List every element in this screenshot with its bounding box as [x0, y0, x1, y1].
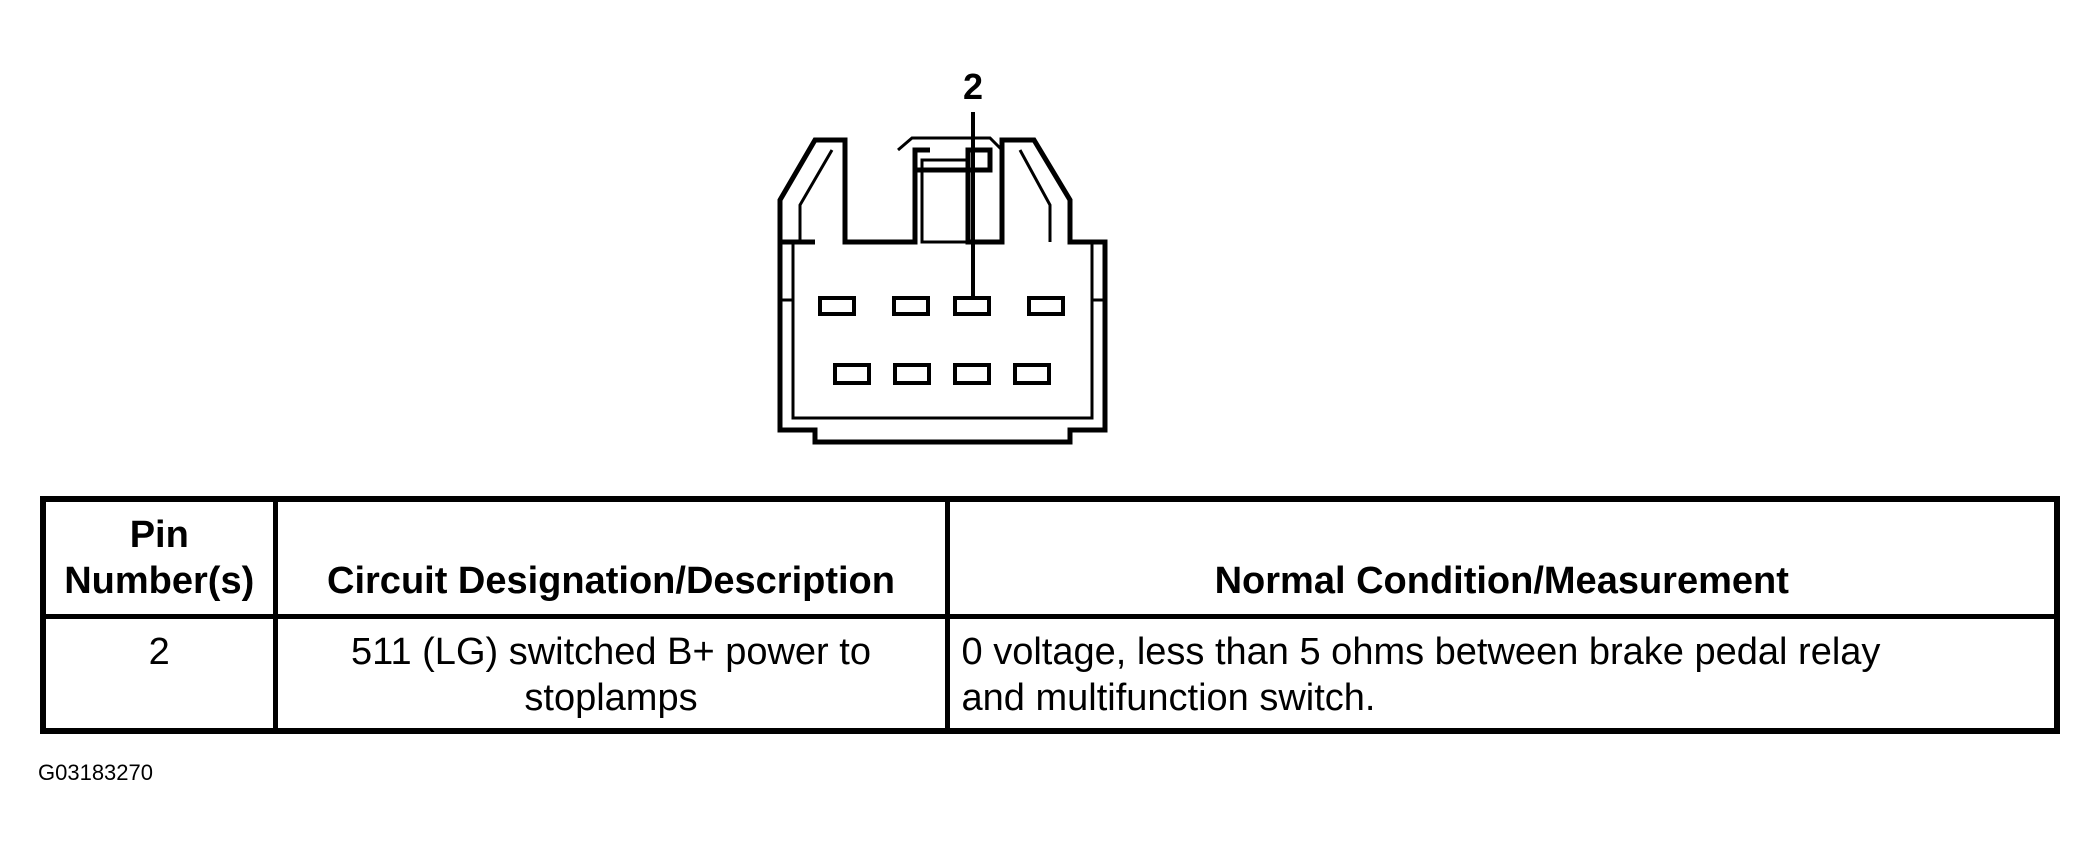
- cell-circuit-line2: stoplamps: [524, 676, 698, 719]
- cell-condition-line1: 0 voltage, less than 5 ohms between brak…: [961, 630, 1881, 673]
- connector-diagram: 2: [777, 66, 1108, 445]
- cell-condition-line2: and multifunction switch.: [961, 676, 1376, 719]
- table-header-row: Pin Number(s) Circuit Designation/Descri…: [40, 496, 2060, 619]
- table-row: 2 511 (LG) switched B+ power to stoplamp…: [40, 613, 2060, 734]
- header-circuit-designation: Circuit Designation/Description: [272, 496, 950, 619]
- cell-circuit-line1: 511 (LG) switched B+ power to: [351, 630, 871, 673]
- figure-id: G03183270: [38, 760, 153, 785]
- header-pin-numbers: Pin Number(s): [40, 496, 278, 619]
- header-normal-condition: Normal Condition/Measurement: [944, 496, 2060, 619]
- pin-table: Pin Number(s) Circuit Designation/Descri…: [40, 496, 2060, 734]
- pin-callout-label: 2: [963, 66, 983, 107]
- connector-face-icon: [777, 137, 1108, 445]
- header-pin-line1: Pin: [129, 513, 189, 556]
- cell-circuit-description: 511 (LG) switched B+ power to stoplamps: [272, 613, 950, 734]
- cell-pin-number: 2: [40, 613, 278, 734]
- cell-normal-condition: 0 voltage, less than 5 ohms between brak…: [944, 613, 2060, 734]
- header-pin-line2: Number(s): [64, 559, 255, 602]
